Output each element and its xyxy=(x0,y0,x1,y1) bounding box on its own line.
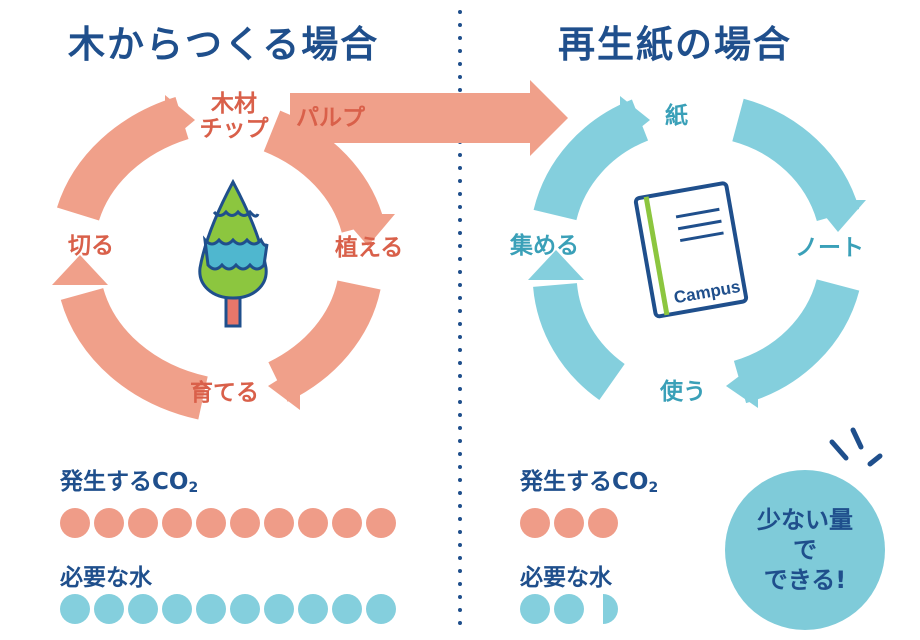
water-dot xyxy=(332,594,362,624)
water-dot xyxy=(162,594,192,624)
recycle-co2-dots xyxy=(520,508,618,538)
water-dot xyxy=(554,594,584,624)
water-dot xyxy=(128,594,158,624)
co2-dot xyxy=(332,508,362,538)
pulp-label: パルプ xyxy=(296,105,365,131)
wood-chip-label: 木材 チップ xyxy=(198,91,270,143)
co2-dot xyxy=(162,508,192,538)
recycle-title: 再生紙の場合 xyxy=(558,23,792,66)
wood-co2-dots xyxy=(60,508,396,538)
wood-water-dots xyxy=(60,594,396,624)
recycle-co2-label: 発生するCO2 xyxy=(520,462,658,496)
plant-label: 植える xyxy=(335,235,404,261)
cut-label: 切る xyxy=(68,233,114,259)
water-dot xyxy=(196,594,226,624)
pulp-to-paper-arrow xyxy=(290,80,568,156)
water-dot xyxy=(60,594,90,624)
wood-cycle-arrows xyxy=(52,95,395,410)
co2-dot xyxy=(366,508,396,538)
wood-water-label: 必要な水 xyxy=(60,565,152,591)
wood-co2-subscript: 2 xyxy=(188,480,199,496)
recycle-co2-subscript: 2 xyxy=(648,480,659,496)
water-dot xyxy=(366,594,396,624)
recycle-water-dots xyxy=(520,594,618,624)
co2-dot xyxy=(60,508,90,538)
wood-co2-text: 発生するCO xyxy=(60,469,189,495)
water-dot xyxy=(94,594,124,624)
recycle-water-label: 必要な水 xyxy=(520,565,612,591)
co2-dot xyxy=(230,508,260,538)
less-amount-badge: 少ない量 で できる! xyxy=(725,470,885,630)
badge-line3: できる! xyxy=(763,566,847,594)
co2-dot xyxy=(196,508,226,538)
emphasis-lines xyxy=(829,427,883,467)
co2-dot xyxy=(520,508,550,538)
paper-label: 紙 xyxy=(665,103,688,129)
wood-chip-line2: チップ xyxy=(199,116,269,143)
co2-dot xyxy=(264,508,294,538)
wood-chip-line1: 木材 xyxy=(211,91,257,117)
tree-icon xyxy=(198,178,269,328)
recycle-cycle-arrows xyxy=(528,96,866,408)
co2-dot xyxy=(128,508,158,538)
co2-dot xyxy=(94,508,124,538)
wood-co2-label: 発生するCO2 xyxy=(60,462,198,496)
water-dot xyxy=(520,594,550,624)
recycle-co2-text: 発生するCO xyxy=(520,469,649,495)
wood-title: 木からつくる場合 xyxy=(68,23,380,66)
water-dot xyxy=(230,594,260,624)
grow-label: 育てる xyxy=(190,380,259,406)
notebook-icon: Campus xyxy=(633,181,749,319)
use-label: 使う xyxy=(660,379,706,405)
water-dot xyxy=(298,594,328,624)
water-dot xyxy=(264,594,294,624)
collect-label: 集める xyxy=(510,233,579,259)
co2-dot xyxy=(588,508,618,538)
badge-line1: 少ない量 xyxy=(757,506,853,534)
badge-line2: で xyxy=(793,536,817,564)
co2-dot xyxy=(298,508,328,538)
water-dot-half xyxy=(588,594,618,624)
co2-dot xyxy=(554,508,584,538)
notebook-label: ノート xyxy=(795,235,864,261)
